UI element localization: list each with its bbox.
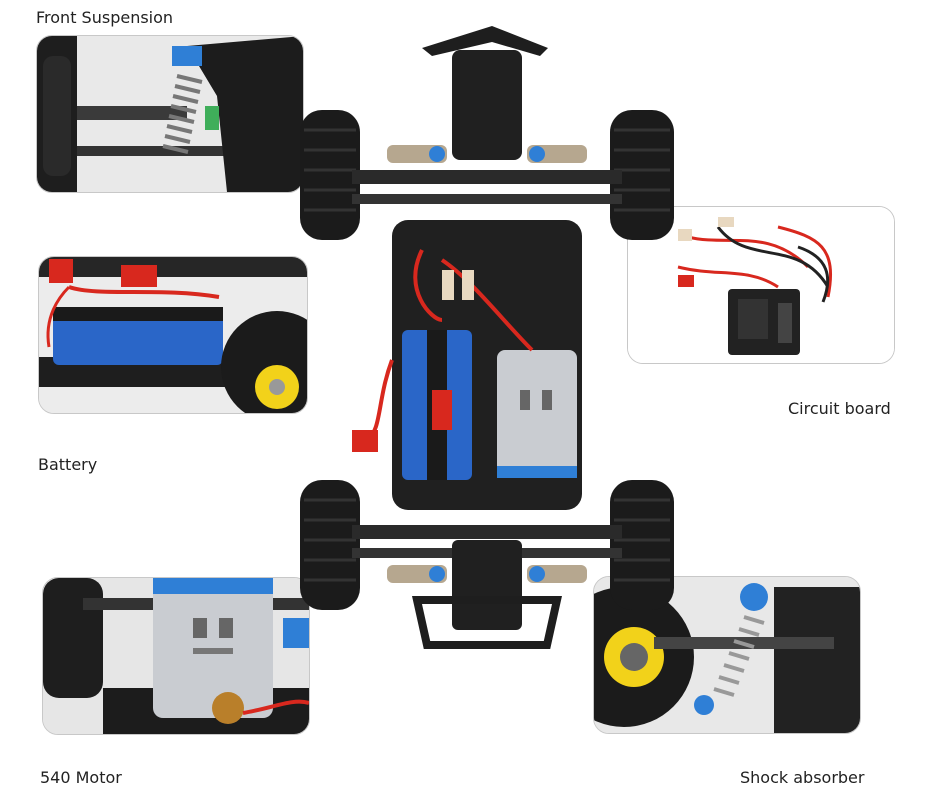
front-suspension-label: Front Suspension	[36, 8, 174, 27]
battery-photo	[38, 256, 308, 414]
chassis-photo	[292, 20, 692, 665]
front-suspension-photo	[36, 35, 304, 193]
motor-photo	[42, 577, 310, 735]
motor-label: 540 Motor	[40, 768, 122, 787]
shock-absorber-label: Shock absorber	[740, 768, 865, 787]
battery-label: Battery	[38, 455, 98, 474]
circuit-board-photo	[627, 206, 895, 364]
circuit-board-label: Circuit board	[788, 399, 891, 418]
